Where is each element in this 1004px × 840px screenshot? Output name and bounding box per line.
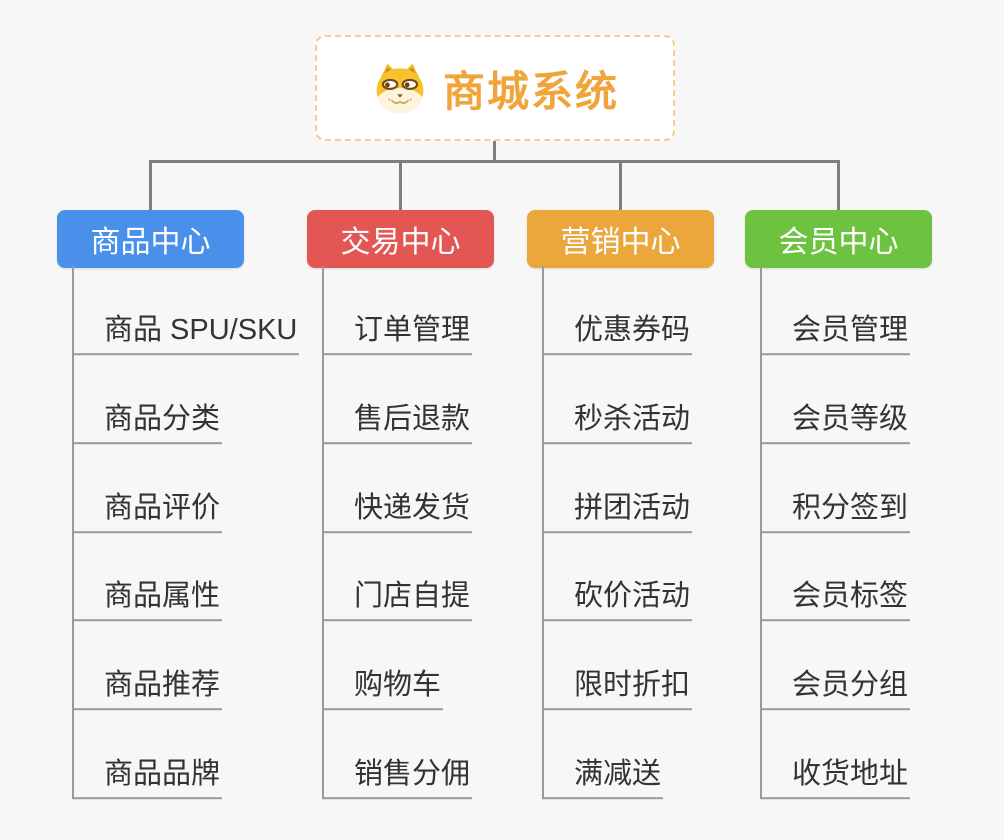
branch-node-1[interactable]: 商品中心 bbox=[57, 210, 244, 268]
leaf-node[interactable]: 砍价活动 bbox=[542, 579, 693, 621]
leaf-node[interactable]: 商品评价 bbox=[72, 491, 223, 533]
leaf-node[interactable]: 销售分佣 bbox=[322, 757, 473, 799]
leaf-node[interactable]: 秒杀活动 bbox=[542, 402, 693, 444]
leaf-node[interactable]: 会员分组 bbox=[760, 668, 911, 710]
leaf-node[interactable]: 购物车 bbox=[322, 668, 444, 710]
leaf-node[interactable]: 拼团活动 bbox=[542, 491, 693, 533]
leaf-node[interactable]: 满减送 bbox=[542, 757, 664, 799]
leaf-node[interactable]: 商品推荐 bbox=[72, 668, 223, 710]
root-title: 商城系统 bbox=[442, 67, 619, 115]
branch-label: 营销中心 bbox=[560, 226, 681, 259]
branch-node-2[interactable]: 交易中心 bbox=[307, 210, 494, 268]
connector-drop bbox=[399, 160, 402, 212]
leaf-node[interactable]: 会员管理 bbox=[760, 313, 911, 355]
leaf-node[interactable]: 商品分类 bbox=[72, 402, 223, 444]
branch-label: 会员中心 bbox=[778, 226, 899, 259]
leaf-node[interactable]: 限时折扣 bbox=[542, 668, 693, 710]
leaf-node[interactable]: 收货地址 bbox=[760, 757, 911, 799]
leaf-node[interactable]: 会员等级 bbox=[760, 402, 911, 444]
connector-drop bbox=[619, 160, 622, 212]
leaf-node[interactable]: 会员标签 bbox=[760, 579, 911, 621]
connector-rail bbox=[149, 160, 840, 163]
branch-node-3[interactable]: 营销中心 bbox=[527, 210, 714, 268]
branch-label: 交易中心 bbox=[340, 226, 461, 259]
branch-node-4[interactable]: 会员中心 bbox=[745, 210, 932, 268]
leaf-node[interactable]: 快递发货 bbox=[322, 491, 473, 533]
leaf-node[interactable]: 订单管理 bbox=[322, 313, 473, 355]
dog-icon bbox=[376, 63, 424, 114]
connector-drop bbox=[149, 160, 152, 212]
branch-label: 商品中心 bbox=[90, 226, 211, 259]
leaf-node[interactable]: 商品属性 bbox=[72, 579, 223, 621]
root-node[interactable]: 商城系统 bbox=[315, 35, 675, 141]
leaf-node[interactable]: 商品 SPU/SKU bbox=[72, 313, 300, 355]
leaf-node[interactable]: 商品品牌 bbox=[72, 757, 223, 799]
leaf-node[interactable]: 积分签到 bbox=[760, 491, 911, 533]
connector-drop bbox=[837, 160, 840, 212]
leaf-node[interactable]: 售后退款 bbox=[322, 402, 473, 444]
leaf-node[interactable]: 门店自提 bbox=[322, 579, 473, 621]
leaf-node[interactable]: 优惠券码 bbox=[542, 313, 693, 355]
connector-root-stem bbox=[493, 141, 496, 163]
